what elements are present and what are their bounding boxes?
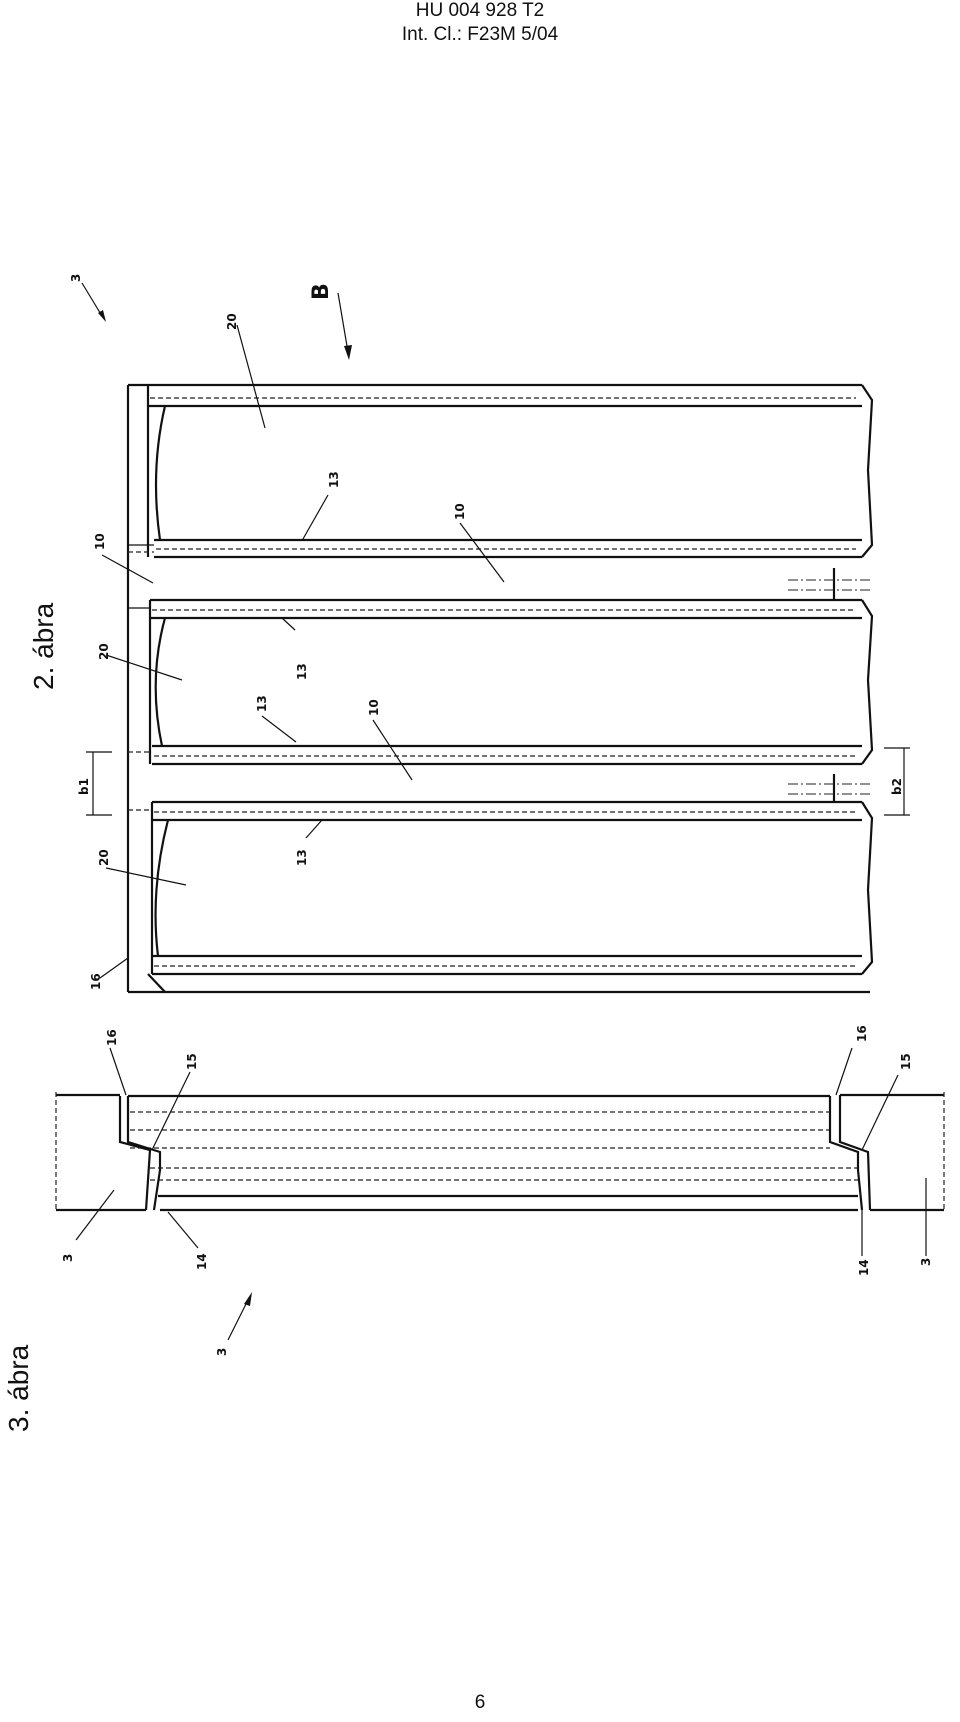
leader-lines-fig2 — [81, 282, 505, 979]
ref-B: B — [309, 283, 334, 300]
right-socket — [838, 1095, 872, 1211]
ref-13: 13 — [255, 695, 269, 712]
ref-20: 20 — [97, 849, 111, 866]
ref-13: 13 — [295, 663, 309, 680]
ref-14: 14 — [857, 1259, 871, 1276]
dimension-b2: b2 — [884, 747, 910, 816]
ref-10: 10 — [93, 533, 107, 550]
ref-3: 3 — [919, 1258, 933, 1266]
ref-20: 20 — [97, 643, 111, 660]
ref-16: 16 — [855, 1025, 869, 1042]
classification: Int. Cl.: F23M 5/04 — [401, 24, 559, 45]
reference-labels-fig2: 3 B 20 13 10 10 20 13 13 10 20 13 16 — [69, 274, 467, 990]
ref-10: 10 — [453, 503, 467, 520]
ref-15: 15 — [185, 1053, 199, 1070]
tile-middle — [128, 598, 874, 766]
svg-text:b1: b1 — [77, 778, 91, 795]
ref-16: 16 — [89, 973, 103, 990]
ref-16: 16 — [105, 1029, 119, 1046]
left-socket — [118, 1096, 152, 1211]
svg-text:b2: b2 — [890, 778, 904, 795]
ref-13: 13 — [327, 471, 341, 488]
right-profile — [828, 1096, 864, 1211]
ref-13: 13 — [295, 849, 309, 866]
ref-3: 3 — [215, 1348, 229, 1356]
tile-bottom — [128, 800, 874, 993]
figure-2-drawing: b1 b2 3 B — [69, 274, 910, 994]
dimension-b1: b1 — [77, 751, 112, 816]
patent-number: HU 004 928 T2 — [415, 0, 545, 21]
ref-3: 3 — [69, 274, 83, 282]
ref-20: 20 — [225, 313, 239, 330]
ref-15: 15 — [899, 1053, 913, 1070]
left-profile — [126, 1096, 162, 1211]
page-number: 6 — [474, 1692, 486, 1713]
ref-3: 3 — [61, 1254, 75, 1262]
figure-3-drawing: 16 15 3 14 3 16 15 14 3 — [55, 1025, 945, 1356]
ref-14: 14 — [195, 1253, 209, 1270]
ref-10: 10 — [367, 699, 381, 716]
tile-top — [128, 383, 874, 559]
